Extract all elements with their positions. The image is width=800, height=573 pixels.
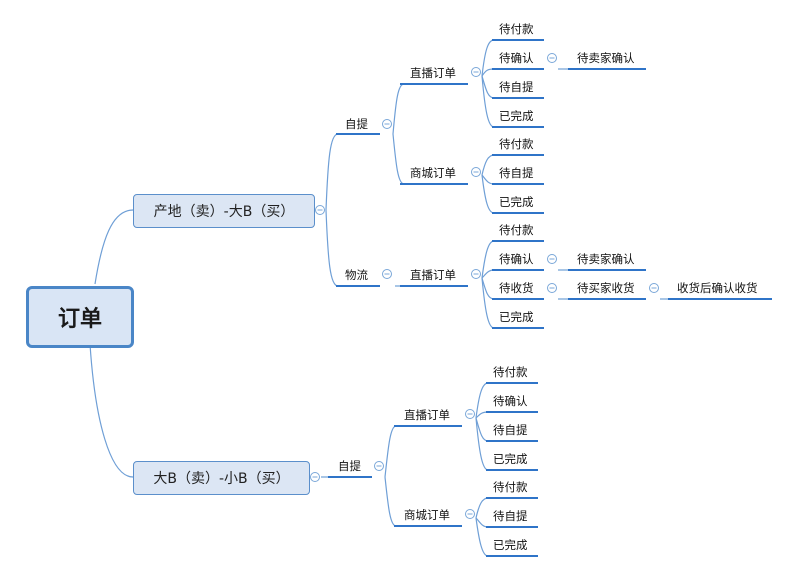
edge-ziti-mall	[392, 133, 405, 185]
edge-b1-mall-l3	[481, 174, 495, 214]
b2-ziti[interactable]: 自提	[338, 459, 361, 473]
collapse-b1-ziti-icon[interactable]	[382, 119, 392, 129]
edge-b2-mall-l1	[475, 497, 489, 519]
collapse-wl-confirm-icon[interactable]	[547, 254, 557, 264]
b2-live-pending-confirm[interactable]: 待确认	[493, 394, 528, 408]
collapse-b1-wuliu-icon[interactable]	[382, 269, 392, 279]
b1-ziti[interactable]: 自提	[345, 117, 368, 131]
b1-mall-pending-payment[interactable]: 待付款	[499, 137, 534, 151]
collapse-b1-confirm-icon[interactable]	[547, 53, 557, 63]
b1-live-pending-pickup[interactable]: 待自提	[499, 80, 534, 94]
edge-root-branch-2	[89, 343, 134, 478]
edge-b1-mall-l2	[481, 174, 495, 185]
b2-live-pending-pickup[interactable]: 待自提	[493, 423, 528, 437]
b1-live-pending-payment[interactable]: 待付款	[499, 22, 534, 36]
edge-b1-live-l1	[481, 39, 495, 77]
b2-mall-completed[interactable]: 已完成	[493, 538, 528, 552]
branch-bigb-sell-smallb-buy[interactable]: 大B（卖）-小B（买）	[133, 461, 310, 495]
collapse-b2-live-icon[interactable]	[465, 409, 475, 419]
b1-ziti-live-order[interactable]: 直播订单	[410, 66, 456, 80]
collapse-b2-icon[interactable]	[310, 472, 320, 482]
branch-origin-sell-bigb-buy[interactable]: 产地（卖）-大B（买）	[133, 194, 315, 228]
edge-b2-mall-l2	[475, 517, 489, 528]
edge-wl-live-l2	[481, 269, 495, 279]
b2-live-completed[interactable]: 已完成	[493, 452, 528, 466]
b2-live-pending-payment[interactable]: 待付款	[493, 365, 528, 379]
collapse-b2-mall-icon[interactable]	[465, 509, 475, 519]
b1-wuliu[interactable]: 物流	[345, 268, 368, 282]
edge-ziti-live	[392, 83, 405, 135]
wl-live-confirm-after-receive[interactable]: 收货后确认收货	[677, 281, 758, 295]
b1-live-pending-confirm[interactable]: 待确认	[499, 51, 534, 65]
collapse-b1-live-icon[interactable]	[471, 67, 481, 77]
edge-b1-ziti	[325, 133, 339, 211]
b1-live-completed[interactable]: 已完成	[499, 109, 534, 123]
wl-live-buyer-receive[interactable]: 待买家收货	[577, 281, 635, 295]
b2-ziti-mall-order[interactable]: 商城订单	[404, 508, 450, 522]
collapse-b2-ziti-icon[interactable]	[374, 461, 384, 471]
wl-live-order[interactable]: 直播订单	[410, 268, 456, 282]
edge-root-branch-1	[94, 209, 134, 285]
edge-b2-ziti-live	[384, 425, 397, 478]
collapse-wl-buyer-icon[interactable]	[649, 283, 659, 293]
b1-mall-pending-pickup[interactable]: 待自提	[499, 166, 534, 180]
edge-b2-ziti-mall	[384, 476, 397, 527]
b2-mall-pending-payment[interactable]: 待付款	[493, 480, 528, 494]
edge-b1-wuliu	[325, 209, 339, 287]
wl-live-pending-receipt[interactable]: 待收货	[499, 281, 534, 295]
b2-ziti-live-order[interactable]: 直播订单	[404, 408, 450, 422]
b1-ziti-mall-order[interactable]: 商城订单	[410, 166, 456, 180]
b2-mall-pending-pickup[interactable]: 待自提	[493, 509, 528, 523]
collapse-wl-live-icon[interactable]	[471, 269, 481, 279]
collapse-b1-icon[interactable]	[315, 205, 325, 215]
wl-live-pending-payment[interactable]: 待付款	[499, 223, 534, 237]
edge-b1-live-l2	[481, 68, 495, 77]
root-topic[interactable]: 订单	[26, 286, 134, 348]
b1-mall-completed[interactable]: 已完成	[499, 195, 534, 209]
collapse-b1-mall-icon[interactable]	[471, 167, 481, 177]
wl-live-seller-confirm[interactable]: 待卖家确认	[577, 252, 635, 266]
edge-b1-mall-l1	[481, 154, 495, 176]
wl-live-completed[interactable]: 已完成	[499, 310, 534, 324]
collapse-wl-receive-icon[interactable]	[547, 283, 557, 293]
wl-live-pending-confirm[interactable]: 待确认	[499, 252, 534, 266]
b1-live-seller-confirm[interactable]: 待卖家确认	[577, 51, 635, 65]
